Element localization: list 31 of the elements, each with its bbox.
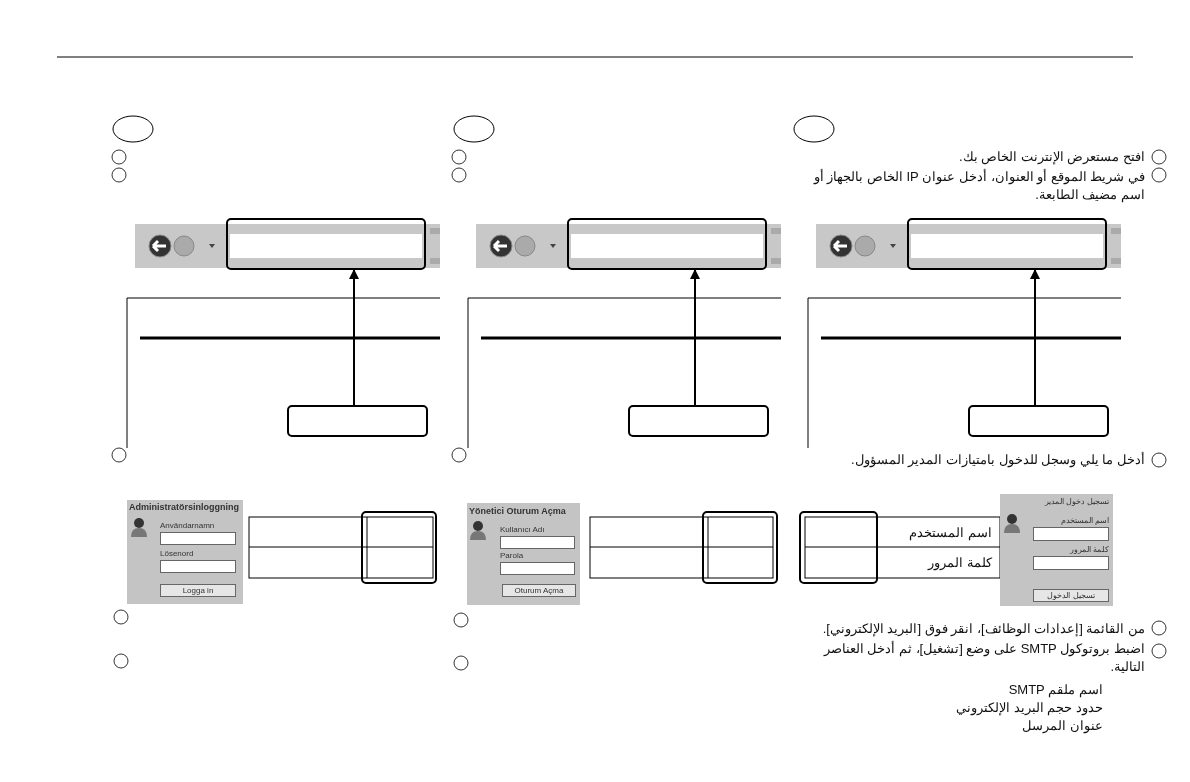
highlight-frame	[226, 218, 426, 270]
table-text: اسم المستخدم	[908, 524, 992, 542]
arrow	[349, 269, 359, 406]
screen-title: تسجيل دخول المدير	[1043, 497, 1109, 507]
list-item: اسم ملقم SMTP	[1007, 681, 1103, 699]
login-button: تسجيل الدخول	[1033, 589, 1109, 602]
field-label: Lösenord	[160, 549, 195, 559]
screen-title: Administratörsinloggning	[129, 502, 240, 512]
step-text: افتح مستعرض الإنترنت الخاص بك.	[957, 148, 1145, 166]
field-label: Kullanıcı Adı	[500, 525, 546, 535]
list-item: حدود حجم البريد الإلكتروني	[955, 699, 1103, 717]
field-label: Användarnamn	[160, 521, 216, 531]
field-label: كلمة المرور	[1068, 545, 1109, 555]
highlight-frame	[907, 218, 1107, 270]
screen-title: Yönetici Oturum Açma	[469, 506, 567, 516]
list-item: عنوان المرسل	[1021, 717, 1103, 735]
arrow	[1030, 269, 1040, 406]
arrow	[690, 269, 700, 406]
step-text: في شريط الموقع أو العنوان، أدخل عنوان IP الخاص بالجهاز أو اسم مضيف الطابعة.	[812, 168, 1145, 204]
highlight-frame	[567, 218, 767, 270]
callout-box	[287, 405, 428, 437]
login-button: Oturum Açma	[502, 584, 576, 597]
field-label: اسم المستخدم	[1059, 516, 1109, 526]
login-button: Logga in	[160, 584, 236, 597]
callout-box	[628, 405, 769, 437]
callout-box	[968, 405, 1109, 437]
table-text: كلمة المرور	[926, 554, 992, 572]
step-text: اضبط بروتوكول SMTP على وضع [تشغيل]، ثم أدخل العناصر التالية.	[822, 640, 1145, 676]
field-label: Parola	[500, 551, 525, 561]
step-text: من القائمة [إعدادات الوظائف]، انقر فوق [البريد الإلكتروني].	[821, 620, 1145, 638]
step-text: أدخل ما يلي وسجل للدخول بامتيازات المدير المسؤول.	[850, 451, 1145, 469]
